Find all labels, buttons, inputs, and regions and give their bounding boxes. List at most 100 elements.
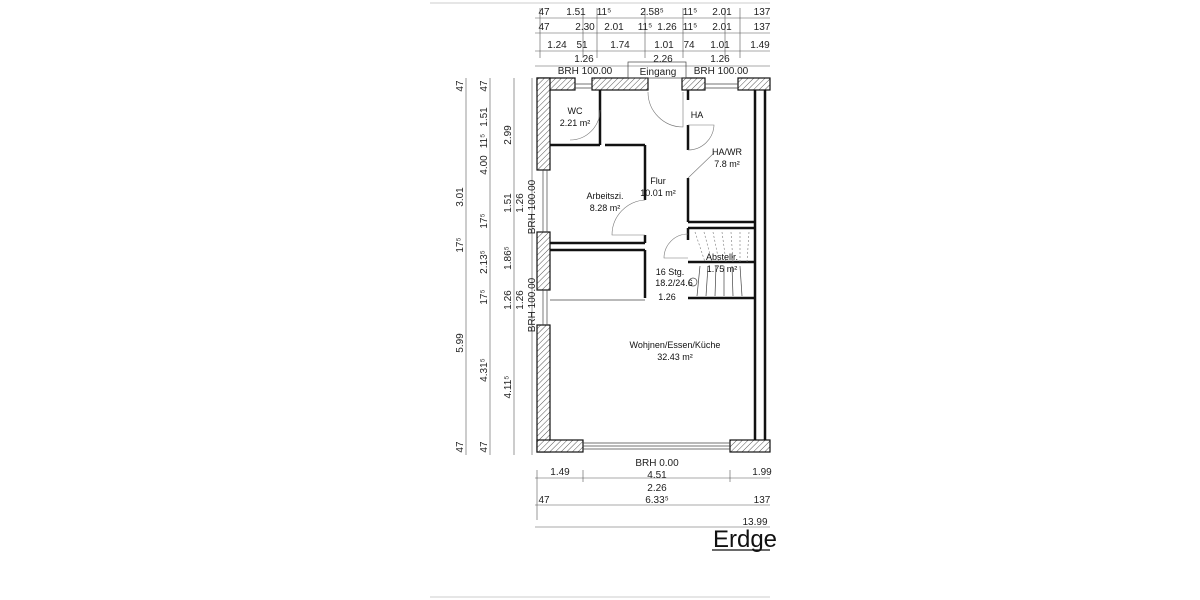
dimension-label: 5.99 <box>455 333 466 353</box>
dimension-label: 3.01 <box>455 187 466 207</box>
dimension-label: 2.26 <box>647 483 667 494</box>
dimension-label: 1.49 <box>750 40 770 51</box>
stair-step <box>714 265 717 297</box>
exterior-wall <box>536 324 551 453</box>
opening-label: 2.26 <box>653 54 673 65</box>
exterior-wall <box>681 77 706 91</box>
opening-label: 1.26 <box>710 54 730 65</box>
dimension-label: 2.13⁵ <box>479 250 490 274</box>
dimension-label: 2.01 <box>712 22 732 33</box>
dimension-label: 47 <box>455 441 466 453</box>
opening-label: Eingang <box>640 67 677 78</box>
stair-step <box>712 231 720 263</box>
dimension-label: 137 <box>754 22 771 33</box>
stair-step <box>705 265 709 297</box>
dimension-label: 47 <box>479 441 490 453</box>
stair-marker <box>688 277 698 287</box>
dimension-label: 1.01 <box>654 40 674 51</box>
entrance-step <box>627 61 687 79</box>
room-name: WC <box>568 106 583 116</box>
opening-label: 1.26 <box>574 54 594 65</box>
dimension-label: 74 <box>683 40 695 51</box>
dimension-label: 6.33⁵ <box>645 495 669 506</box>
room-name: Flur <box>650 176 666 186</box>
opening-label: BRH 100.00 <box>527 277 538 332</box>
room-name: Wohjnen/Essen/Küche <box>630 340 721 350</box>
dimension-label: 1.51 <box>566 7 586 18</box>
room-area: 1.75 m² <box>707 264 738 274</box>
dimension-label: 2.58⁵ <box>640 7 664 18</box>
door-swing <box>687 152 715 179</box>
dimension-label: 1.51 <box>479 107 490 127</box>
stair-step <box>731 265 734 297</box>
door-swing <box>687 124 715 151</box>
dimension-label: 11⁵ <box>683 22 698 33</box>
exterior-wall <box>591 77 649 91</box>
exterior-wall <box>536 231 551 291</box>
dimension-label: 47 <box>538 495 550 506</box>
stair-step <box>694 231 706 263</box>
dimension-label: BRH 0.00 <box>635 458 679 469</box>
walls <box>536 61 771 453</box>
stair-step <box>703 231 713 263</box>
stair-step <box>696 265 701 297</box>
dimension-label: 1.26 <box>503 290 514 310</box>
room-name: Arbeitszi. <box>586 191 623 201</box>
dimension-label: 4.31⁵ <box>479 358 490 382</box>
dimension-label: 11⁵ <box>638 22 653 33</box>
door-swing <box>569 109 601 141</box>
exterior-wall <box>536 77 551 171</box>
dimension-label: 1.99 <box>752 467 772 478</box>
labels: 47 1.51 11⁵ 2.58⁵ 11⁵ 2.01 137 47 2.30 2.01 11⁵ 1.2… <box>455 7 777 553</box>
stair-steps: 16 Stg. <box>656 267 685 277</box>
stair-step <box>721 231 727 263</box>
dimension-label: 2.30 <box>575 22 595 33</box>
dimension-label: 51 <box>576 40 588 51</box>
exterior-wall <box>536 439 584 453</box>
room-name: HA <box>691 110 704 120</box>
dimension-label: 1.24 <box>547 40 567 51</box>
dimension-label: 137 <box>754 7 771 18</box>
room-area: 8.28 m² <box>590 203 621 213</box>
opening-label: BRH 100.00 <box>694 66 749 77</box>
door-swing <box>611 199 646 236</box>
stair-width: 1.26 <box>658 292 676 302</box>
dimension-label: 17⁵ <box>455 237 466 252</box>
opening-label: 1.26 <box>515 193 526 213</box>
dimension-label: 47 <box>479 80 490 92</box>
opening-label: BRH 100.00 <box>558 66 613 77</box>
dimension-label: 11⁵ <box>479 134 490 149</box>
stair-ratio: 18.2/24.6 <box>655 278 693 288</box>
stair-step <box>746 231 750 263</box>
dimension-label: 11⁵ <box>597 7 612 18</box>
dimension-label: 11⁵ <box>683 7 698 18</box>
plan-title: Erdge <box>713 526 777 553</box>
dimension-label: 17⁵ <box>479 213 490 228</box>
dimension-label: 47 <box>538 22 550 33</box>
room-area: 2.21 m² <box>560 118 591 128</box>
dimension-label: 1.74 <box>610 40 630 51</box>
opening-label: BRH 100.00 <box>527 179 538 234</box>
dimension-label: 4.11⁵ <box>503 376 514 399</box>
dimension-label: 2.01 <box>712 7 732 18</box>
dimension-label: 1.86⁵ <box>503 246 514 270</box>
dimension-label: 4.51 <box>647 470 667 481</box>
dimension-label: 1.49 <box>550 467 570 478</box>
dimension-label: 17⁵ <box>479 289 490 304</box>
dimension-label: 4.00 <box>479 155 490 175</box>
dimension-label: 47 <box>538 7 550 18</box>
dimension-label: 1.26 <box>657 22 677 33</box>
opening-label: 1.26 <box>515 290 526 310</box>
exterior-wall <box>729 439 771 453</box>
dimension-label: 47 <box>455 80 466 92</box>
door-swing <box>663 233 689 259</box>
exterior-wall <box>737 77 771 91</box>
stair-step <box>730 231 734 263</box>
dimension-label: 1.51 <box>503 193 514 213</box>
door-swing <box>647 91 684 128</box>
room-area: 7.8 m² <box>714 159 740 169</box>
room-area: 32.43 m² <box>657 352 693 362</box>
dimension-label: 2.01 <box>604 22 624 33</box>
dimension-label: 1.01 <box>710 40 730 51</box>
